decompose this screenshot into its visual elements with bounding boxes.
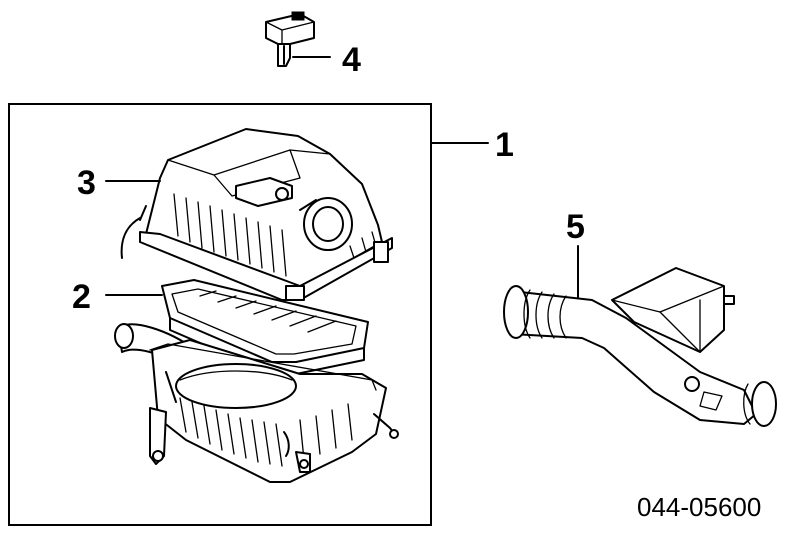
part-5-intake-hose [503,267,777,427]
callout-5: 5 [566,208,585,246]
diagram-code: 044-05600 [637,492,761,522]
callout-1: 1 [495,126,514,164]
part-4-sensor [265,11,315,67]
callout-4: 4 [342,41,361,79]
part-1-cleaner-case [114,323,399,483]
part-3-cleaner-cap [120,128,393,301]
callout-2: 2 [72,278,91,316]
assembly-frame [8,103,432,526]
callout-3: 3 [77,164,96,202]
